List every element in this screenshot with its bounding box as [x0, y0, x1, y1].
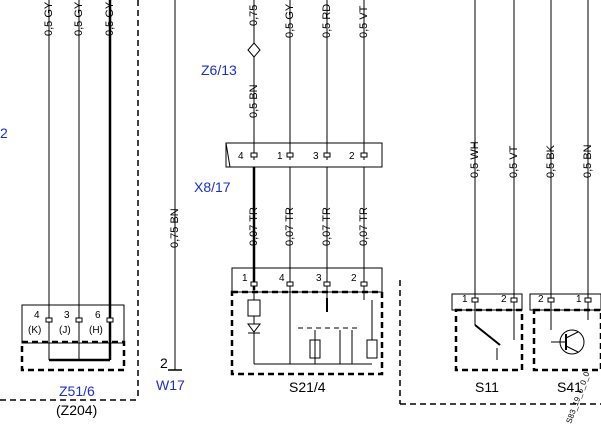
- s11-switch: [474, 324, 501, 346]
- s21-pin-3: [323, 281, 331, 287]
- z51-pin-2: [75, 317, 83, 323]
- z51-housing: [20, 340, 126, 372]
- wire-label-tr-3: 0,07 TR: [321, 207, 333, 246]
- wire-label-right-2: 0,5 VT: [508, 145, 520, 178]
- s41-pin-num-2: 1: [576, 294, 582, 305]
- s41-label: S41: [557, 379, 582, 395]
- z51-pin-letter-1: (K): [28, 325, 41, 336]
- wire-label-mid-3: 0,5 RD: [321, 4, 333, 38]
- s11-pin-1: [471, 297, 479, 303]
- s21-pin-num-3: 3: [316, 273, 322, 284]
- x8-pin-4: [360, 152, 368, 158]
- wire-label-right-4: 0,5 BN: [582, 144, 594, 178]
- s11-pin-num-2: 2: [501, 294, 507, 305]
- s41-pin-1: [547, 297, 555, 303]
- z6-splice-symbol: [247, 42, 261, 58]
- s21-housing: [230, 290, 384, 376]
- ref-z51-6: Z51/6: [59, 383, 95, 399]
- wire-label-z6: 0,5 BN: [248, 84, 260, 118]
- x8-pin-num-2: 1: [277, 151, 283, 162]
- x8-pin-1: [250, 152, 258, 158]
- ref-x8-17: X8/17: [194, 179, 231, 195]
- z51-pin-num-3: 6: [95, 310, 101, 321]
- z51-pin-num-2: 3: [64, 310, 70, 321]
- s21-pin-2: [286, 281, 294, 287]
- wire-label-left-1: 0,5 GY: [43, 1, 55, 36]
- wire-label-mid-4: 0,5 VT: [358, 5, 370, 38]
- z51-pin-1: [45, 317, 53, 323]
- s21-pin-num-1: 1: [242, 273, 248, 284]
- x8-pin-num-3: 3: [313, 151, 319, 162]
- z51-pin-letter-3: (H): [89, 325, 103, 336]
- s21-pin-num-4: 2: [351, 273, 357, 284]
- s41-emitter: [565, 345, 579, 353]
- wire-label-w17: 0,75 BN: [169, 208, 181, 248]
- s11-label: S11: [475, 379, 499, 395]
- x8-connector-outline: [225, 142, 383, 168]
- s41-housing: [532, 308, 601, 372]
- s41-pin-2: [584, 297, 592, 303]
- wire-label-tr-4: 0,07 TR: [358, 207, 370, 246]
- wire-label-right-3: 0,5 BK: [545, 144, 557, 178]
- x8-pin-num-4: 2: [349, 151, 355, 162]
- w17-pin: 2: [160, 355, 168, 371]
- x8-pin-num-1: 4: [238, 151, 244, 162]
- s21-pin-4: [360, 281, 368, 287]
- wire-label-left-3: 0,5 GY: [104, 1, 116, 36]
- x8-pin-3: [323, 152, 331, 158]
- s41-pin-num-1: 2: [538, 294, 544, 305]
- s11-pin-num-1: 1: [462, 294, 468, 305]
- wire-label-left-2: 0,5 GY: [73, 1, 85, 36]
- z51-pin-3: [106, 317, 114, 323]
- s11-pin-2: [510, 297, 518, 303]
- s21-pin-num-2: 4: [279, 273, 285, 284]
- wire-label-tr-2: 0,07 TR: [284, 207, 296, 246]
- x8-pin-2: [286, 152, 294, 158]
- s21-label: S21/4: [289, 379, 326, 395]
- wire-label-tr-1: 0,07 TR: [248, 207, 260, 246]
- s21-pin-1: [250, 281, 258, 287]
- wire-label-mid-1: 0,75: [248, 5, 260, 26]
- z51-sub-label: (Z204): [56, 402, 97, 418]
- s21-resistor: [247, 299, 261, 317]
- s21-led-diode: [247, 323, 261, 333]
- s11-housing: [454, 308, 524, 372]
- ref-w17: W17: [156, 377, 185, 393]
- s21-resistor-3: [366, 339, 378, 359]
- s41-collector: [565, 331, 579, 339]
- wire-label-right-1: 0,5 WH: [469, 141, 481, 178]
- x8-edge: [225, 142, 231, 168]
- ref-z6-13: Z6/13: [201, 62, 237, 78]
- z51-pin-num-1: 4: [34, 310, 40, 321]
- s21-resistor-2: [309, 339, 321, 359]
- z51-pin-letter-2: (J): [59, 325, 71, 336]
- ref-left-cut: 2: [0, 125, 8, 141]
- wire-label-mid-2: 0,5 GY: [284, 3, 296, 38]
